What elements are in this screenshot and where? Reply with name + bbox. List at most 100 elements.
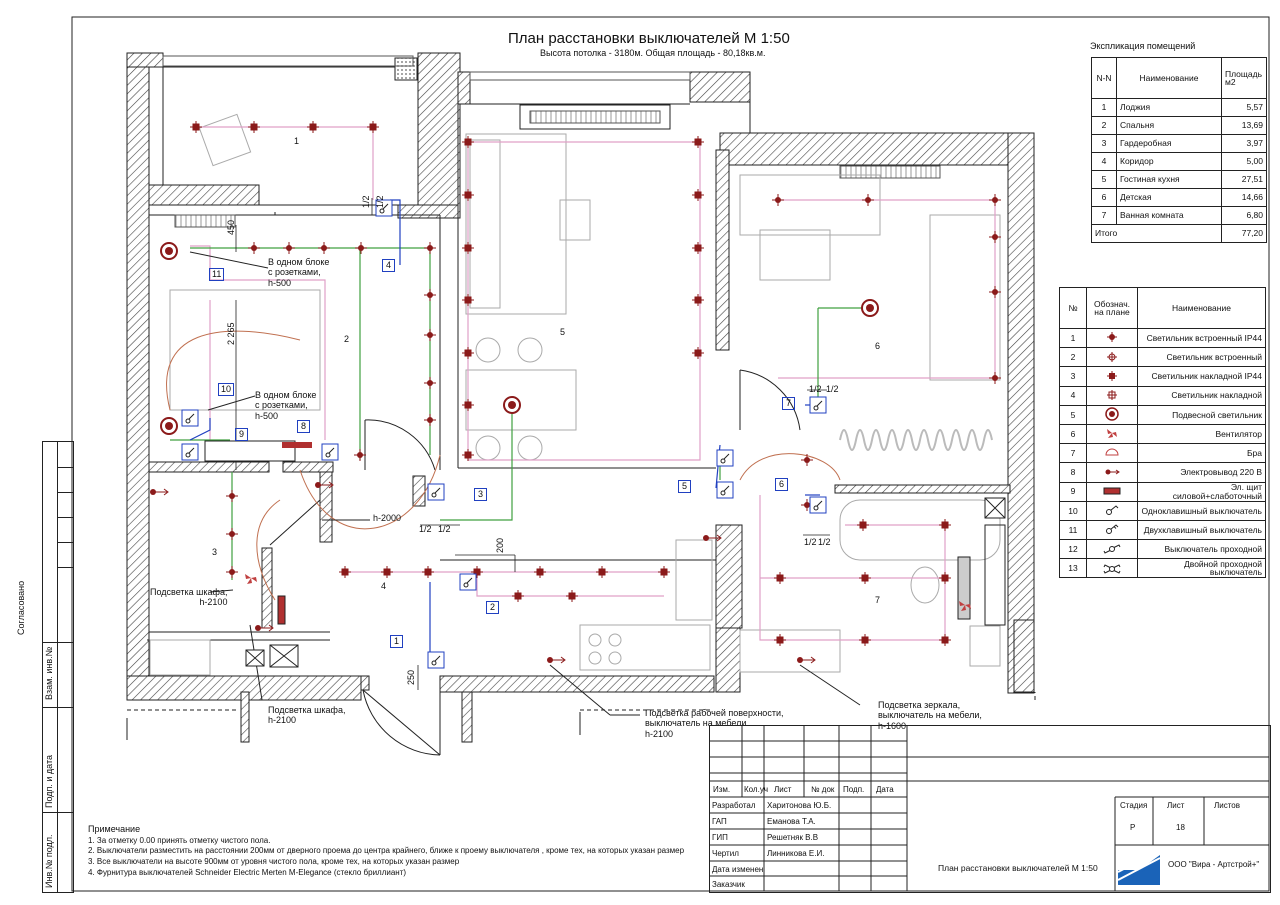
surface-light-icon <box>512 590 524 602</box>
switch-tag-3: 3 <box>474 488 488 501</box>
pendant-light-icon <box>861 299 879 317</box>
tb-role-0: Разработал <box>712 801 756 810</box>
surface-light-icon <box>462 136 474 148</box>
fan-icon <box>245 574 257 584</box>
switch-tag-8: 8 <box>297 420 311 433</box>
pendant-light-icon <box>160 417 178 435</box>
explication-header-area: Площадь м2 <box>1221 57 1267 99</box>
recessed-light-icon <box>354 449 366 461</box>
switch-icon <box>459 573 477 591</box>
power-outlet-icon <box>255 624 274 632</box>
notes-heading: Примечание <box>88 824 141 834</box>
legend-cell-name: Светильник встроенный <box>1137 347 1266 368</box>
recessed-light-icon <box>989 231 1001 243</box>
legend-cell-name: Светильник встроенный IP44 <box>1137 327 1266 349</box>
tb-col-3: № док <box>811 785 835 794</box>
pendant-light-icon <box>160 242 178 260</box>
switch-tag-2: 2 <box>486 601 500 614</box>
recessed-light-icon <box>355 242 367 254</box>
legend-cell-name: Электровывод 220 В <box>1137 462 1266 483</box>
surface-light-icon <box>692 136 704 148</box>
pendant-light-icon <box>503 396 521 414</box>
tb-sheets-label: Листов <box>1214 801 1240 810</box>
note-3: 3. Все выключатели на высоте 900мм от ур… <box>88 857 460 866</box>
tb-drawing-name: План расстановки выключателей М 1:50 <box>938 863 1098 873</box>
legend-cell-name: Подвесной светильник <box>1137 404 1266 425</box>
annotation-worktop: Подсветка рабочей поверхности, выключате… <box>645 708 784 739</box>
annotation-h2000: h-2000 <box>373 513 402 523</box>
surface-light-icon <box>658 566 670 578</box>
legend-cell-name: Двойной проходной выключатель <box>1137 558 1266 579</box>
tb-col-1: Кол.уч <box>744 785 768 794</box>
legend-cell-name: Вентилятор <box>1137 423 1266 445</box>
power-outlet-icon <box>703 534 722 542</box>
switch-icon <box>716 481 734 499</box>
power-outlet-icon <box>150 488 169 496</box>
dim-half-5: 1/2 <box>809 384 822 394</box>
switch-icon <box>375 199 393 217</box>
title-block <box>709 725 1271 893</box>
legend-cell-name: Светильник накладной IP44 <box>1137 366 1266 387</box>
switch-tag-1: 1 <box>390 635 404 648</box>
surface-light-icon <box>462 189 474 201</box>
room-number-6: 6 <box>875 341 881 351</box>
panel-icon <box>1086 481 1138 502</box>
room-number-7: 7 <box>875 595 881 605</box>
surface-light-icon <box>859 634 871 646</box>
dim-half-6: 1/2 <box>826 384 839 394</box>
tb-role-5: Заказчик <box>712 880 745 889</box>
recessed-light-icon <box>424 289 436 301</box>
tb-stage: Р <box>1130 823 1136 832</box>
room-number-5: 5 <box>560 327 566 337</box>
recessed-light-icon <box>226 490 238 502</box>
plan-title: План расстановки выключателей М 1:50 <box>508 30 790 47</box>
surface-light-icon <box>774 634 786 646</box>
switch-icon <box>181 409 199 427</box>
explication-cell-area: 5,00 <box>1221 152 1267 171</box>
surface-light-icon <box>367 121 379 133</box>
surface-light-icon <box>534 566 546 578</box>
dim-half-8: 1/2 <box>818 537 831 547</box>
recessed-light-icon <box>226 528 238 540</box>
tb-col-0: Изм. <box>713 785 731 794</box>
room-number-4: 4 <box>381 581 387 591</box>
annotation-wardrobe-1: Подсветка шкафа, h-2100 <box>150 587 228 608</box>
explication-header-name: Наименование <box>1116 57 1222 99</box>
legend-header-symbol: Обознач. на плане <box>1086 287 1138 329</box>
tb-name-0: Харитонова Ю.Б. <box>767 801 832 810</box>
power-outlet-icon <box>547 656 566 664</box>
surface-light-icon <box>462 347 474 359</box>
surface-light-icon <box>381 566 393 578</box>
switch-tag-7: 7 <box>782 397 796 410</box>
surface-light-icon <box>248 121 260 133</box>
annotation-block-1: В одном блоке с розетками, h-500 <box>268 257 330 288</box>
switch-icon <box>809 496 827 514</box>
dim-half-3: 1/2 <box>419 524 432 534</box>
walls <box>126 52 1035 743</box>
tb-name-3: Линникова Е.И. <box>767 849 825 858</box>
switch-icon <box>181 443 199 461</box>
legend-cell-name: Бра <box>1137 443 1266 464</box>
switch-icon <box>321 443 339 461</box>
explication-total-label: Итого <box>1091 224 1222 243</box>
recessed-light-icon <box>989 194 1001 206</box>
switch-tag-5: 5 <box>678 480 692 493</box>
recessed-light-icon <box>989 372 1001 384</box>
tb-stage-label: Стадия <box>1120 801 1148 810</box>
surface-ip44-icon <box>1086 366 1138 387</box>
recessed-light-icon <box>801 454 813 466</box>
tb-name-2: Решетняк В.В <box>767 833 819 842</box>
switch-tag-10: 10 <box>218 383 235 396</box>
surface-light-icon <box>422 566 434 578</box>
recessed-light-icon <box>862 194 874 206</box>
